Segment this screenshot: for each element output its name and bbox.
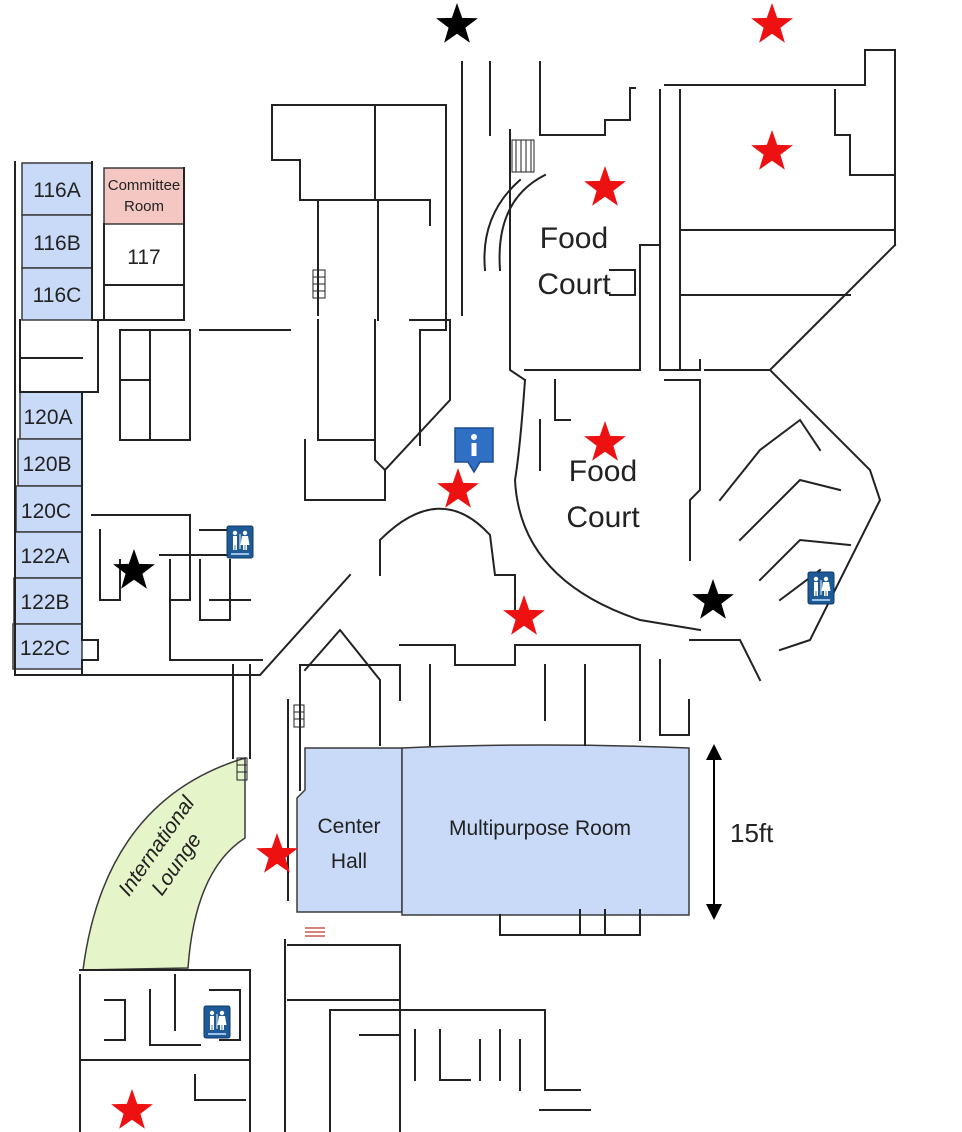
label-122b: 122B [20,591,69,614]
label-120a: 120A [23,406,72,429]
label-116a: 116A [33,179,81,202]
restroom-icon [203,1005,231,1039]
label-committee-line2: Room [124,198,164,215]
room-116c [21,267,93,321]
room-122c [12,623,83,670]
red-star-markers [111,3,793,1129]
label-120c: 120C [21,500,71,523]
restroom-icon [226,525,254,559]
international-lounge [82,756,246,971]
room-labels: 116A 116B 116C Committee Room 117 120A 1… [20,177,640,900]
label-committee-line1: Committee [108,177,181,194]
label-116b: 116B [33,232,81,255]
scale-bar: 15ft [706,744,774,920]
label-122c: 122C [20,637,70,660]
committee-room [103,167,185,225]
info-icon [454,427,494,474]
label-food-court-upper-line2: Court [537,268,611,301]
label-122a: 122A [20,545,69,568]
star-icon [111,1089,153,1129]
star-icon [751,130,793,170]
star-icon [692,579,734,619]
star-icon [751,3,793,43]
scale-label: 15ft [730,818,774,848]
restroom-icon [807,571,835,605]
label-food-court-upper-line1: Food [540,222,608,255]
stairs [236,139,535,781]
star-icon [584,166,626,206]
multipurpose-room [401,744,690,916]
room-116a [21,162,93,216]
label-food-court-lower-line2: Court [566,501,640,534]
left-room-column [12,162,185,670]
label-117: 117 [127,246,160,269]
label-food-court-lower-line1: Food [569,455,637,488]
label-center-hall-line1: Center [317,815,380,838]
floor-walls [14,49,897,1132]
star-icon [503,595,545,635]
room-116b [21,214,93,269]
star-icon [437,468,479,508]
label-multipurpose-room: Multipurpose Room [449,817,631,840]
star-icon [436,3,478,43]
label-116c: 116C [33,284,82,307]
label-120b: 120B [22,453,71,476]
label-center-hall-line2: Hall [331,850,367,873]
star-icon [256,833,298,873]
red-stairs [305,927,325,937]
